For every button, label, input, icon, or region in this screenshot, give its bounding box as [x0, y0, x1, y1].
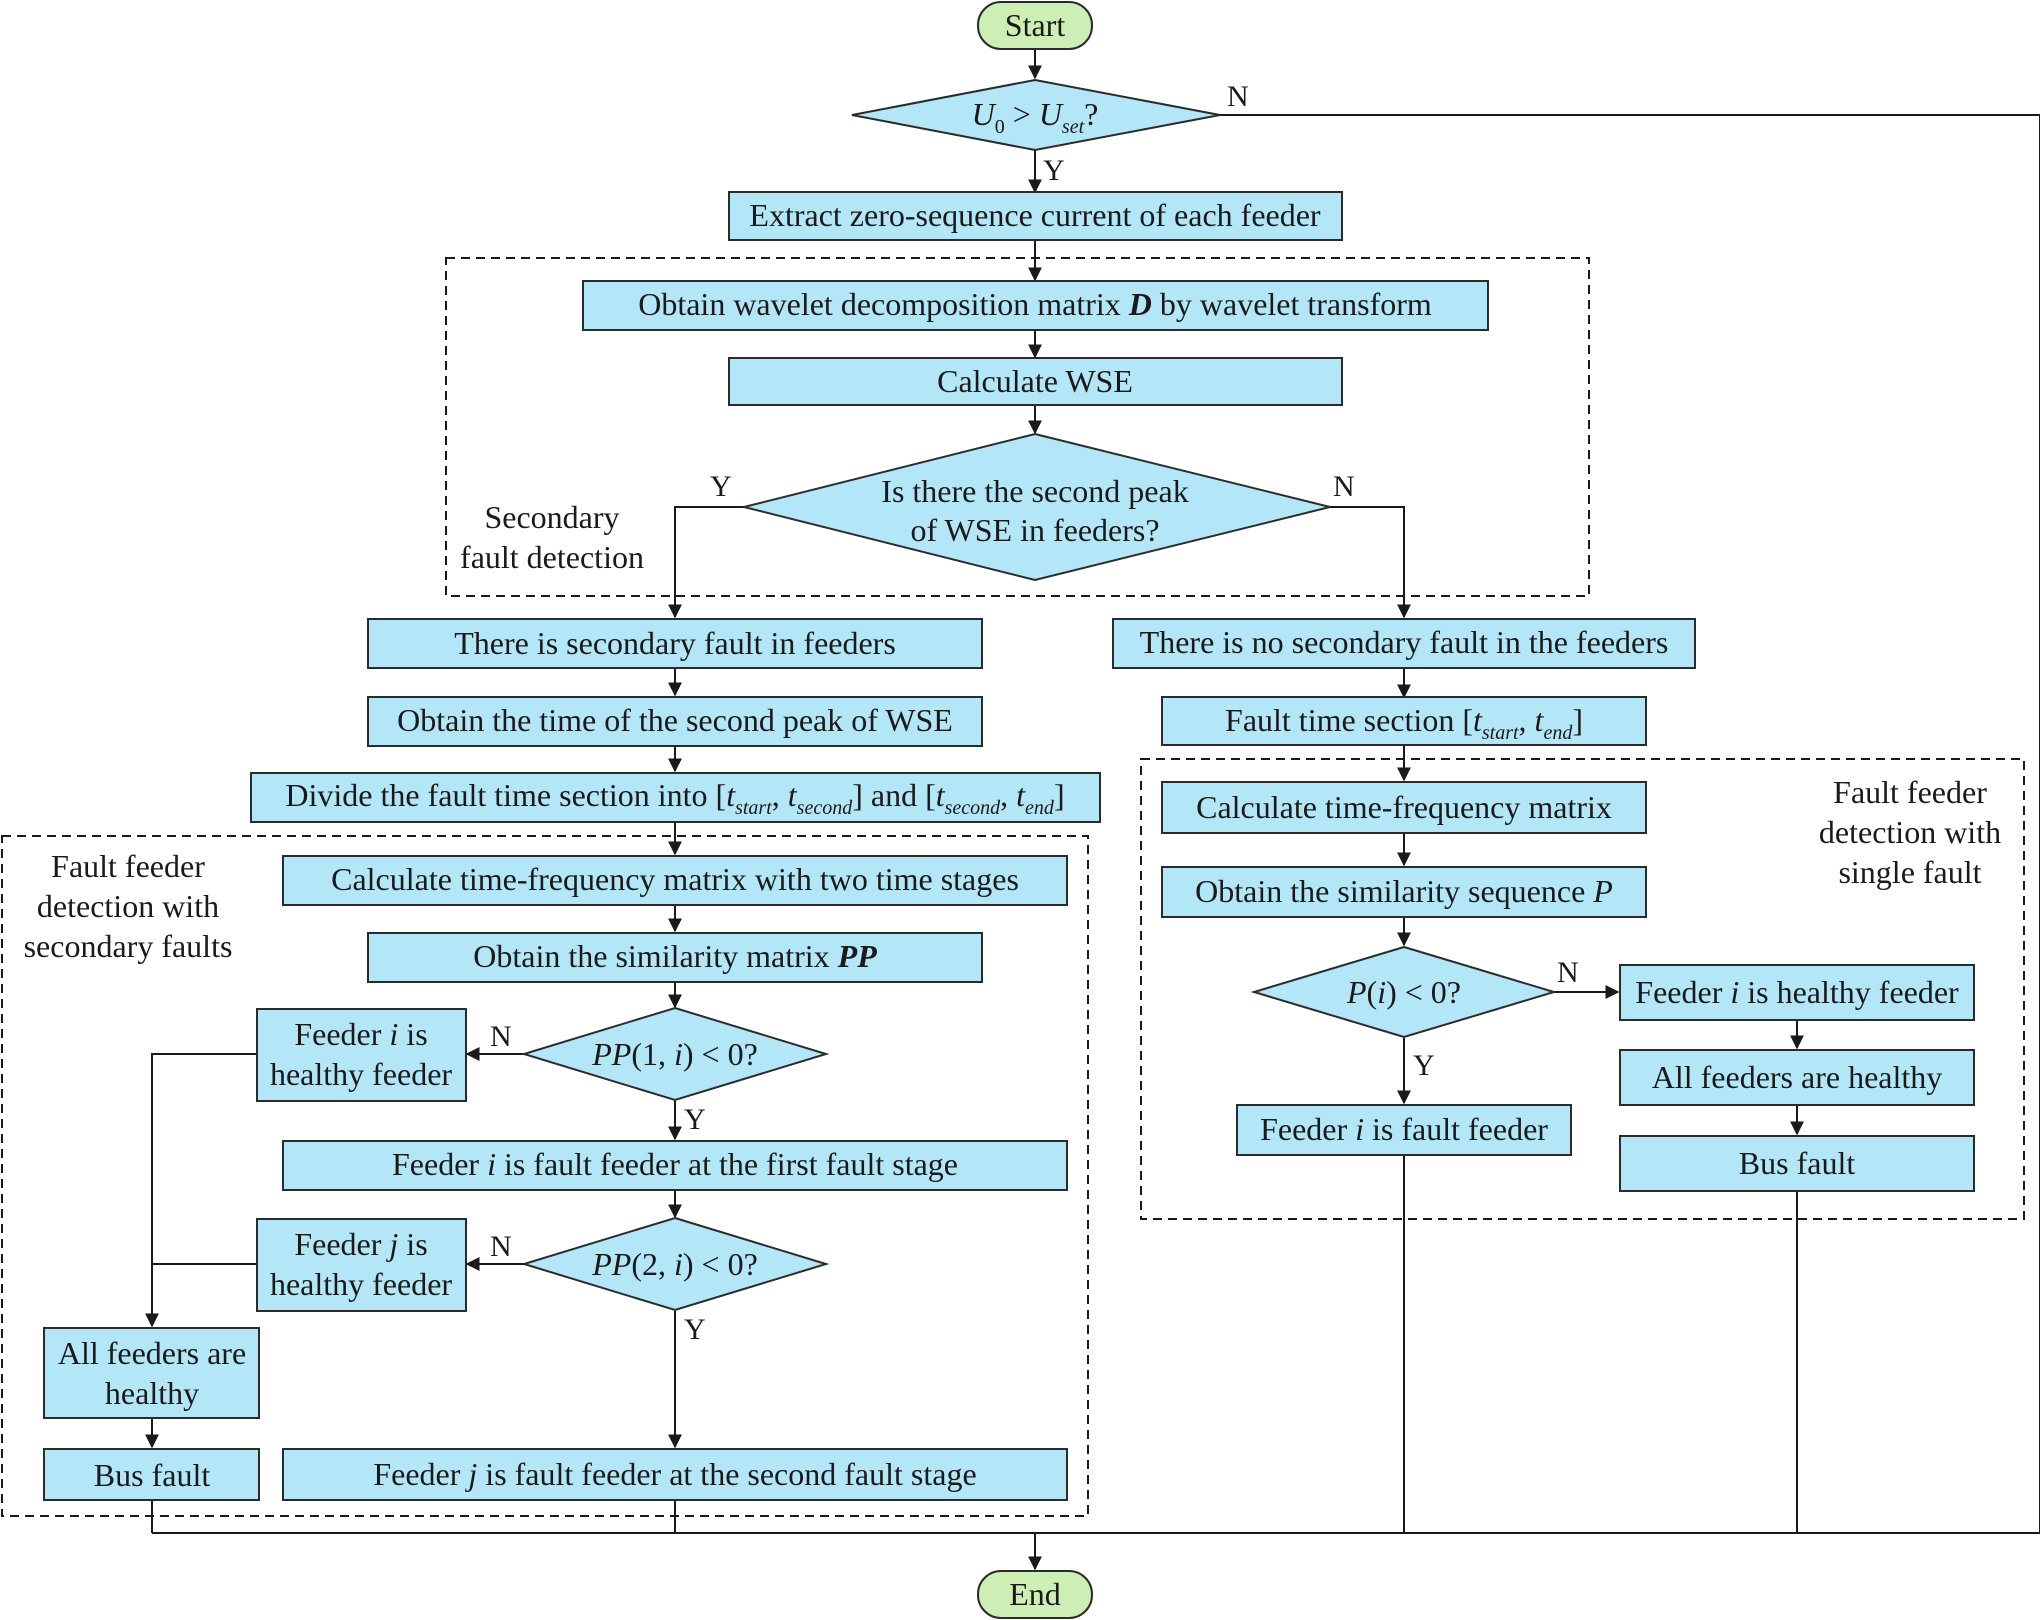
calc-tf-text: Calculate time-frequency matrix	[1196, 789, 1612, 825]
bus-fault-left-box: Bus fault	[43, 1448, 260, 1501]
region-right-label-3: single fault	[1838, 854, 1981, 890]
all-healthy-left-box: All feeders are healthy	[43, 1327, 260, 1419]
label-pp2-no: N	[490, 1230, 512, 1263]
bus-fault-right-box: Bus fault	[1619, 1135, 1975, 1192]
calc-wse-text: Calculate WSE	[937, 363, 1133, 399]
label-pp1-yes: Y	[684, 1103, 706, 1136]
obtain-time-text: Obtain the time of the second peak of WS…	[397, 702, 953, 738]
label-p-no: N	[1557, 956, 1579, 989]
fault-section-text: Fault time section [tstart, tend]	[1225, 702, 1583, 744]
label-peak-no: N	[1333, 470, 1355, 503]
decision-u0-text: U0 > Uset?	[972, 96, 1099, 138]
wavelet-box: Obtain wavelet decomposition matrix D by…	[582, 280, 1489, 331]
decision-p: P(i) < 0?	[1250, 945, 1558, 1039]
feeder-i-fault-box: Feeder i is fault feeder	[1236, 1104, 1572, 1156]
end-label: End	[1009, 1576, 1061, 1612]
extract-box: Extract zero-sequence current of each fe…	[728, 191, 1343, 241]
no-secondary-fault-text: There is no secondary fault in the feede…	[1140, 624, 1669, 660]
region-left-label-1: Fault feeder	[51, 848, 205, 884]
feeder-i-healthy-right-box: Feeder i is healthy feeder	[1619, 964, 1975, 1021]
calc-tf-box: Calculate time-frequency matrix	[1161, 781, 1647, 834]
no-secondary-fault-box: There is no secondary fault in the feede…	[1112, 618, 1696, 669]
feeder-j-healthy-line1: Feeder j is	[294, 1226, 427, 1262]
calc-tf2-box: Calculate time-frequency matrix with two…	[282, 855, 1068, 906]
start-node: Start	[977, 1, 1093, 50]
region-secondary-detection	[445, 257, 1590, 597]
connectors	[145, 50, 2040, 1571]
label-pp1-no: N	[490, 1020, 512, 1053]
label-p-yes: Y	[1413, 1049, 1435, 1082]
region-secondary-label-2: fault detection	[460, 539, 644, 575]
bus-fault-right-text: Bus fault	[1739, 1145, 1856, 1181]
secondary-fault-text: There is secondary fault in feeders	[454, 625, 896, 661]
bus-fault-left-text: Bus fault	[94, 1457, 211, 1493]
region-secondary-faults	[1, 835, 1089, 1517]
label-pp2-yes: Y	[684, 1313, 706, 1346]
feeder-i-healthy-box: Feeder i is healthy feeder	[256, 1008, 467, 1102]
feeder-i-first-text: Feeder i is fault feeder at the first fa…	[392, 1146, 958, 1182]
region-secondary-label-1: Secondary	[484, 499, 619, 535]
calc-tf2-text: Calculate time-frequency matrix with two…	[331, 861, 1019, 897]
region-single-fault	[1140, 758, 2025, 1220]
region-left-label-3: secondary faults	[24, 928, 233, 964]
decision-peak-line2: of WSE in feeders?	[910, 512, 1159, 548]
region-labels: Secondary fault detection Fault feeder d…	[24, 499, 2001, 964]
divide-box: Divide the fault time section into [tsta…	[250, 772, 1101, 823]
feeder-i-healthy-line2: healthy feeder	[270, 1056, 452, 1092]
decision-pp2-text: PP(2, i) < 0?	[591, 1246, 758, 1282]
decision-pp1: PP(1, i) < 0?	[520, 1006, 830, 1102]
region-right-label-1: Fault feeder	[1833, 774, 1987, 810]
wavelet-text: Obtain wavelet decomposition matrix D by…	[638, 286, 1432, 322]
sim-p-text: Obtain the similarity sequence P	[1195, 873, 1613, 909]
region-right-label-2: detection with	[1819, 814, 2001, 850]
sim-pp-box: Obtain the similarity matrix PP	[367, 932, 983, 983]
feeder-j-second-text: Feeder j is fault feeder at the second f…	[373, 1456, 976, 1492]
all-healthy-left-line2: healthy	[105, 1375, 199, 1411]
feeder-j-second-box: Feeder j is fault feeder at the second f…	[282, 1448, 1068, 1501]
label-u0-yes: Y	[1043, 154, 1065, 187]
feeder-i-healthy-line1: Feeder i is	[294, 1016, 427, 1052]
decision-pp1-text: PP(1, i) < 0?	[591, 1036, 758, 1072]
decision-u0: U0 > Uset?	[851, 78, 1221, 152]
feeder-i-fault-text: Feeder i is fault feeder	[1260, 1111, 1548, 1147]
region-left-label-2: detection with	[37, 888, 219, 924]
decision-p-text: P(i) < 0?	[1346, 974, 1461, 1010]
end-node: End	[977, 1570, 1093, 1619]
start-label: Start	[1005, 7, 1066, 43]
decision-pp2: PP(2, i) < 0?	[520, 1216, 830, 1312]
extract-text: Extract zero-sequence current of each fe…	[749, 197, 1321, 233]
decision-peak-line1: Is there the second peak	[881, 473, 1188, 509]
feeder-i-first-box: Feeder i is fault feeder at the first fa…	[282, 1140, 1068, 1191]
obtain-time-box: Obtain the time of the second peak of WS…	[367, 696, 983, 747]
all-healthy-right-box: All feeders are healthy	[1619, 1049, 1975, 1106]
label-u0-no: N	[1227, 80, 1249, 113]
decision-second-peak: Is there the second peak of WSE in feede…	[743, 432, 1331, 582]
feeder-j-healthy-box: Feeder j is healthy feeder	[256, 1218, 467, 1312]
secondary-fault-box: There is secondary fault in feeders	[367, 618, 983, 669]
label-peak-yes: Y	[710, 470, 732, 503]
fault-section-box: Fault time section [tstart, tend]	[1161, 696, 1647, 746]
sim-p-box: Obtain the similarity sequence P	[1161, 866, 1647, 918]
calc-wse-box: Calculate WSE	[728, 357, 1343, 406]
feeder-j-healthy-line2: healthy feeder	[270, 1266, 452, 1302]
feeder-i-healthy-right-text: Feeder i is healthy feeder	[1635, 974, 1959, 1010]
edge-labels: N Y Y N N Y N Y N Y	[490, 80, 1579, 1346]
sim-pp-text: Obtain the similarity matrix PP	[473, 938, 877, 974]
all-healthy-right-text: All feeders are healthy	[1652, 1059, 1943, 1095]
all-healthy-left-line1: All feeders are	[58, 1335, 246, 1371]
divide-text: Divide the fault time section into [tsta…	[285, 777, 1064, 819]
